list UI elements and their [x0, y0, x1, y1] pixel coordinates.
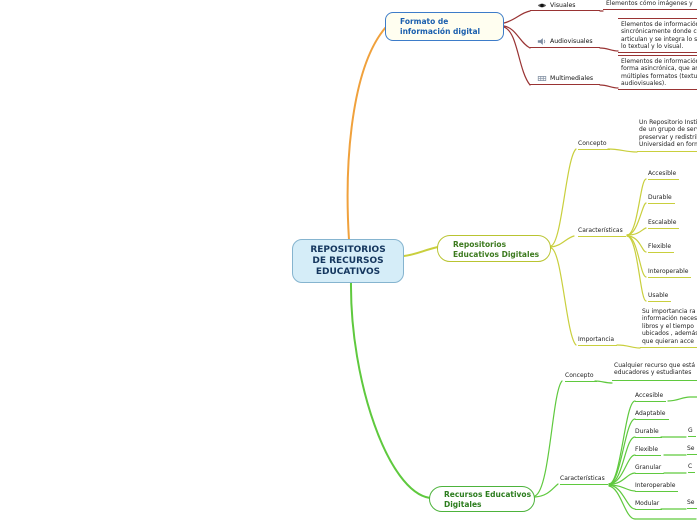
item-adaptable[interactable]: Adaptable — [635, 410, 669, 420]
note-line: forma asincrónica, que art — [621, 65, 697, 73]
note-concepto-repositorios[interactable]: Un Repositorio Instit de un grupo de ser… — [637, 119, 697, 152]
item-durable-note-fragment[interactable]: G — [688, 427, 696, 437]
subtopic-multimediales[interactable]: Multimediales — [530, 73, 600, 85]
item-usable[interactable]: Usable — [648, 292, 672, 302]
film-icon — [537, 76, 547, 81]
subtopic-label: Visuales — [550, 1, 576, 9]
note-line: libros y el tiempo — [642, 322, 694, 330]
note-line: Cualquier recurso que está — [614, 362, 696, 369]
item-interoperable-recursos[interactable]: Interoperable — [635, 482, 679, 492]
item-durable[interactable]: Durable — [648, 194, 675, 204]
note-line: sincrónicamente donde con — [621, 28, 697, 36]
note-line: Elementos de información s — [621, 21, 697, 28]
note-line: múltiples formatos (textual — [621, 72, 697, 80]
note-line: Un Repositorio Instit — [639, 119, 697, 126]
note-visuales[interactable]: Elementos cómo imágenes y — [603, 0, 697, 11]
topic-recursos-educativos-digitales[interactable]: Recursos Educativos Digitales — [429, 486, 535, 512]
subtopic-label: Multimediales — [550, 75, 594, 82]
speaker-icon — [537, 38, 546, 45]
note-audiovisuales[interactable]: Elementos de información s sincrónicamen… — [618, 18, 697, 54]
branch-line-repositorios — [403, 246, 439, 257]
item-accesible[interactable]: Accesible — [648, 170, 680, 180]
branch-line-formato — [346, 26, 387, 241]
repositorios-child-connectors — [550, 148, 647, 349]
note-line: Su importancia ra — [642, 308, 696, 315]
subtopic-concepto-repositorios[interactable]: Concepto — [578, 140, 610, 150]
note-multimediales[interactable]: Elementos de información forma asincróni… — [618, 55, 697, 91]
central-topic[interactable]: REPOSITORIOS DE RECURSOS EDUCATIVOS — [292, 239, 404, 283]
subtopic-concepto-recursos[interactable]: Concepto — [565, 372, 597, 382]
recursos-child-connectors — [534, 380, 697, 520]
eye-icon — [537, 3, 547, 7]
branch-line-recursos — [349, 281, 431, 499]
note-line: que quieran acce — [642, 337, 694, 345]
note-line: información neces — [642, 315, 697, 323]
subtopic-importancia[interactable]: Importancia — [578, 336, 618, 346]
item-flexible[interactable]: Flexible — [648, 243, 675, 253]
subtopic-visuales[interactable]: Visuales — [530, 0, 600, 11]
item-escalable[interactable]: Escalable — [648, 219, 680, 229]
note-line: Elementos de información — [621, 58, 697, 65]
subtopic-label: Audiovisuales — [550, 38, 593, 45]
note-line: Elementos cómo imágenes y — [606, 0, 693, 7]
subtopic-caracteristicas-recursos[interactable]: Características — [560, 475, 608, 485]
item-durable-recursos[interactable]: Durable — [635, 428, 662, 438]
item-modular-note-fragment[interactable]: Se — [687, 499, 697, 509]
note-line: educadores y estudiantes — [614, 369, 692, 377]
subtopic-caracteristicas-repositorios[interactable]: Características — [578, 227, 626, 237]
note-line: preservar y redistrib — [639, 133, 697, 141]
item-interoperable[interactable]: Interoperable — [648, 268, 692, 278]
subtopic-audiovisuales[interactable]: Audiovisuales — [530, 36, 600, 48]
note-line: articulan y se integra lo son — [621, 35, 697, 43]
note-line: audiovisuales). — [621, 79, 667, 87]
note-concepto-recursos[interactable]: Cualquier recurso que está educadores y … — [612, 362, 697, 381]
topic-formato-informacion-digital[interactable]: Formato de información digital — [385, 12, 504, 41]
item-granular-note-fragment[interactable]: C — [688, 463, 696, 473]
item-flexible-recursos[interactable]: Flexible — [635, 446, 662, 456]
note-line: ubicados , además — [642, 330, 697, 338]
item-modular[interactable]: Modular — [635, 500, 663, 510]
note-line: de un grupo de servi — [639, 126, 697, 134]
item-granular[interactable]: Granular — [635, 464, 665, 474]
note-line: Universidad en form — [639, 141, 697, 149]
note-line: lo textual y lo visual. — [621, 42, 684, 50]
note-importancia[interactable]: Su importancia ra información neces libr… — [640, 308, 697, 349]
item-accesible-recursos[interactable]: Accesible — [635, 392, 667, 402]
item-flexible-note-fragment[interactable]: Se — [687, 445, 697, 455]
topic-repositorios-educativos-digitales[interactable]: Repositorios Educativos Digitales — [437, 235, 551, 262]
